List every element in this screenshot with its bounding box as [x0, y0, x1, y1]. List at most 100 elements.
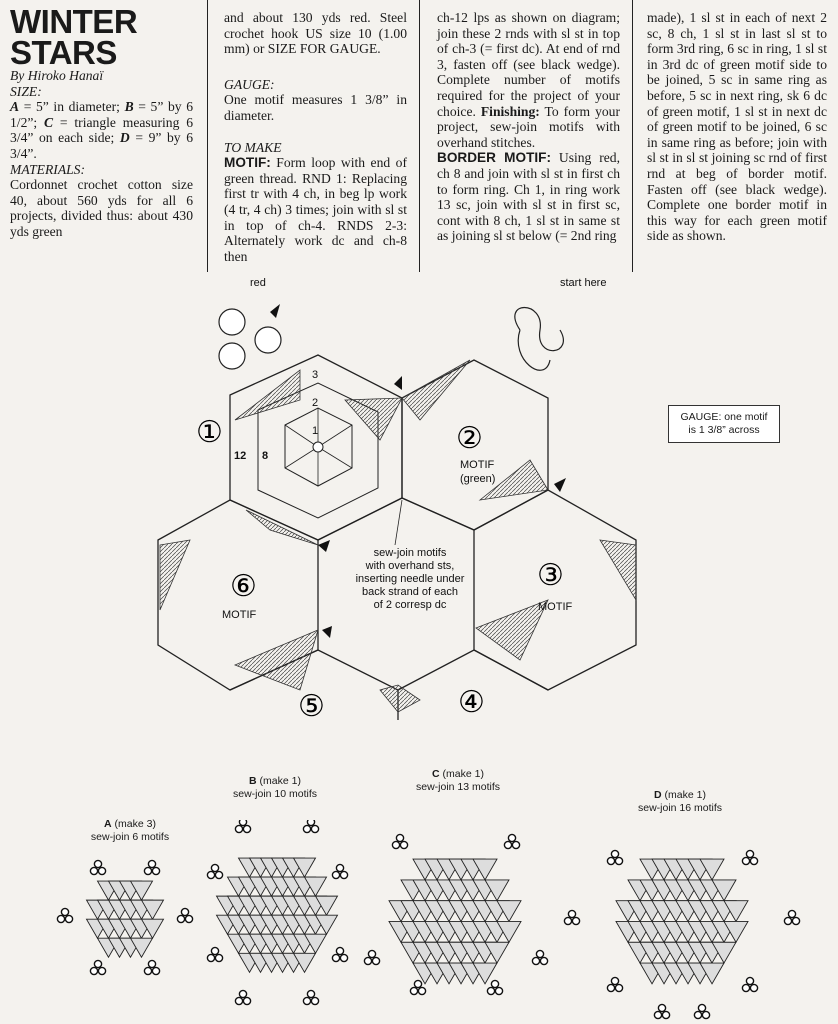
materials-heading: MATERIALS:	[10, 161, 86, 177]
project-b-triangle	[292, 952, 317, 974]
project-b-make: (make 1)	[256, 775, 301, 787]
project-d-make: (make 1)	[661, 789, 706, 801]
border-motif-text: BORDER MOTIF: Using red, ch 8 and join w…	[437, 150, 620, 244]
motif-number-3: ③	[537, 558, 564, 593]
motif-label: MOTIF:	[224, 155, 271, 171]
col4-text: made), 1 sl st in each of next 2 sc, 8 c…	[647, 10, 827, 244]
project-b-sew: sew-join 10 motifs	[232, 788, 318, 800]
tomake-heading: TO MAKE	[224, 139, 282, 155]
project-d-sew: sew-join 16 motifs	[637, 802, 723, 814]
fasten-off-wedge	[394, 376, 402, 390]
project-c-ring	[367, 949, 377, 959]
project-c-ring	[507, 833, 517, 843]
size-text: A = 5” in diameter; B = 5” by 6 1/2”; C …	[10, 99, 193, 161]
project-c-ring	[511, 840, 521, 850]
motif-diagram: red start here ① ② ③ ④ ⑤ ⑥ 12 8 1 2 3 MO…	[157, 277, 637, 720]
size-b-text: = 5” by 6 1/2”;	[10, 99, 193, 130]
motif-number-6: ⑥	[230, 569, 257, 604]
project-b-ring	[210, 946, 220, 956]
finishing-label: Finishing:	[480, 103, 540, 119]
ch-8-label: 8	[262, 450, 268, 462]
project-b-caption: B (make 1) sew-join 10 motifs	[205, 775, 345, 801]
size-a-text: = 5” in diameter;	[19, 99, 125, 115]
project-b-ring	[302, 996, 312, 1006]
materials-cont: and about 130 yds red. Steel crochet hoo…	[224, 10, 407, 57]
project-a-letter: A	[104, 818, 112, 830]
project-a-ring	[147, 959, 157, 969]
size-b-letter: B	[124, 99, 134, 115]
column-4: made), 1 sl st in each of next 2 sc, 8 c…	[647, 0, 827, 244]
col3-text-3: Using red, ch 8 and join with sl st in f…	[437, 150, 620, 244]
project-d-ring	[606, 856, 616, 866]
column-3: ch-12 lps as shown on diagram; join thes…	[437, 0, 620, 244]
project-c-triangle	[472, 962, 498, 985]
project-b-triangle	[314, 895, 339, 917]
stitch-fan	[599, 539, 637, 602]
motif-2-label: MOTIF	[460, 459, 494, 471]
project-c-triangle	[484, 941, 510, 964]
project-c-ring	[490, 979, 500, 989]
row-3-label: 3	[312, 369, 318, 381]
start-loop	[514, 307, 564, 371]
project-d-ring	[614, 983, 624, 993]
row-1-label: 1	[312, 425, 318, 437]
stitch-fan	[233, 629, 319, 691]
project-a-ring	[93, 859, 103, 869]
project-a-ring	[89, 966, 99, 976]
stitch-fan	[401, 359, 471, 421]
project-b-ring	[206, 870, 216, 880]
project-c-ring	[399, 840, 409, 850]
project-c-triangle	[472, 858, 498, 881]
project-c-caption: C (make 1) sew-join 13 motifs	[388, 768, 528, 794]
sew-note-5: of 2 corresp dc	[374, 599, 447, 611]
project-d-ring	[606, 983, 616, 993]
byline: By Hiroko Hanaï	[10, 68, 104, 83]
project-b-ring	[310, 824, 320, 834]
gauge-text: One motif measures 1 3/8” in diameter.	[224, 92, 407, 123]
project-a-ring	[151, 866, 161, 876]
label-start: start here	[560, 277, 606, 289]
project-d-ring	[653, 1010, 663, 1020]
project-c-ring	[417, 986, 427, 996]
project-a-triangle	[129, 937, 154, 959]
project-c-ring	[503, 840, 513, 850]
fasten-off-wedge	[554, 478, 566, 492]
project-d-ring	[787, 909, 797, 919]
project-b-ring	[302, 824, 312, 834]
motif-6-label: MOTIF	[222, 609, 256, 621]
project-b-ring	[331, 953, 341, 963]
project-c-ring	[363, 956, 373, 966]
motif-4-outline	[397, 649, 549, 691]
project-c-sew: sew-join 13 motifs	[415, 781, 501, 793]
project-c-ring	[395, 833, 405, 843]
project-d-ring	[563, 916, 573, 926]
project-a-ring	[64, 914, 74, 924]
project-b-ring	[238, 989, 248, 999]
border-motif-label: BORDER MOTIF:	[437, 150, 551, 166]
ch-12-label: 12	[234, 450, 246, 462]
project-c-triangle	[496, 921, 522, 944]
fasten-off-wedge	[270, 304, 280, 318]
sew-note-3: inserting needle under	[356, 573, 465, 585]
size-heading: SIZE:	[10, 83, 42, 99]
project-a-triangle	[129, 880, 154, 902]
size-c-letter: C	[44, 114, 54, 130]
project-b-triangle	[303, 933, 328, 955]
stitch-fan	[379, 684, 421, 713]
fasten-off-wedge	[318, 540, 330, 552]
project-d-caption: D (make 1) sew-join 16 motifs	[610, 789, 750, 815]
project-b-ring	[206, 953, 216, 963]
project-d-ring	[661, 1010, 671, 1020]
title-line-1: WINTER	[10, 3, 138, 40]
size-d-letter: D	[119, 130, 130, 146]
sew-note-4: back strand of each	[362, 586, 458, 598]
stitch-fan	[478, 459, 549, 501]
project-d-ring	[571, 916, 581, 926]
project-c-triangle	[496, 900, 522, 923]
project-b-ring	[242, 824, 252, 834]
project-d-ring	[783, 916, 793, 926]
gauge-box-line-1: GAUGE: one motif	[680, 411, 768, 423]
project-a-make: (make 3)	[111, 818, 156, 830]
project-b-ring	[234, 996, 244, 1006]
col3-text: ch-12 lps as shown on diagram; join thes…	[437, 10, 620, 150]
